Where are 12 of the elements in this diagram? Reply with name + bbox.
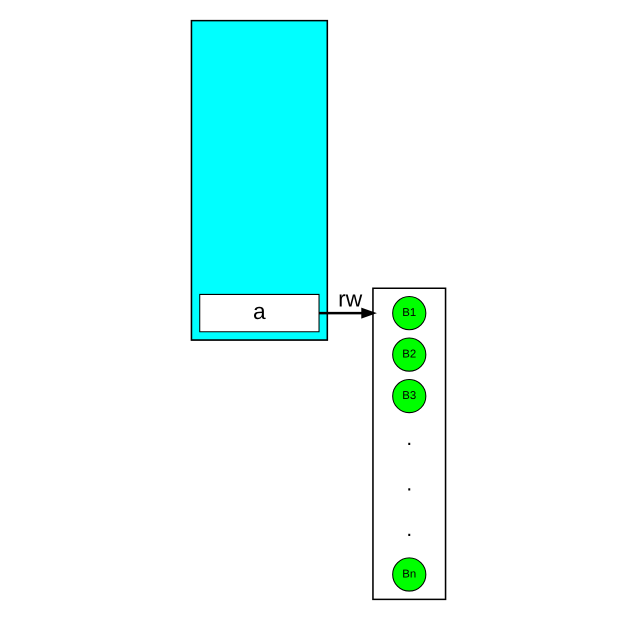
label: . <box>406 426 412 450</box>
node-circle: B1 <box>392 296 426 330</box>
edge-label: rw <box>338 285 362 312</box>
label: . <box>406 472 412 496</box>
label: . <box>406 518 412 542</box>
node-circle: B3 <box>392 378 426 414</box>
arrow <box>318 308 376 319</box>
node-box: a <box>198 294 320 332</box>
cluster <box>190 20 328 341</box>
node-circle: Bn <box>392 557 426 592</box>
node-circle: B2 <box>392 337 426 372</box>
cluster <box>372 287 446 600</box>
